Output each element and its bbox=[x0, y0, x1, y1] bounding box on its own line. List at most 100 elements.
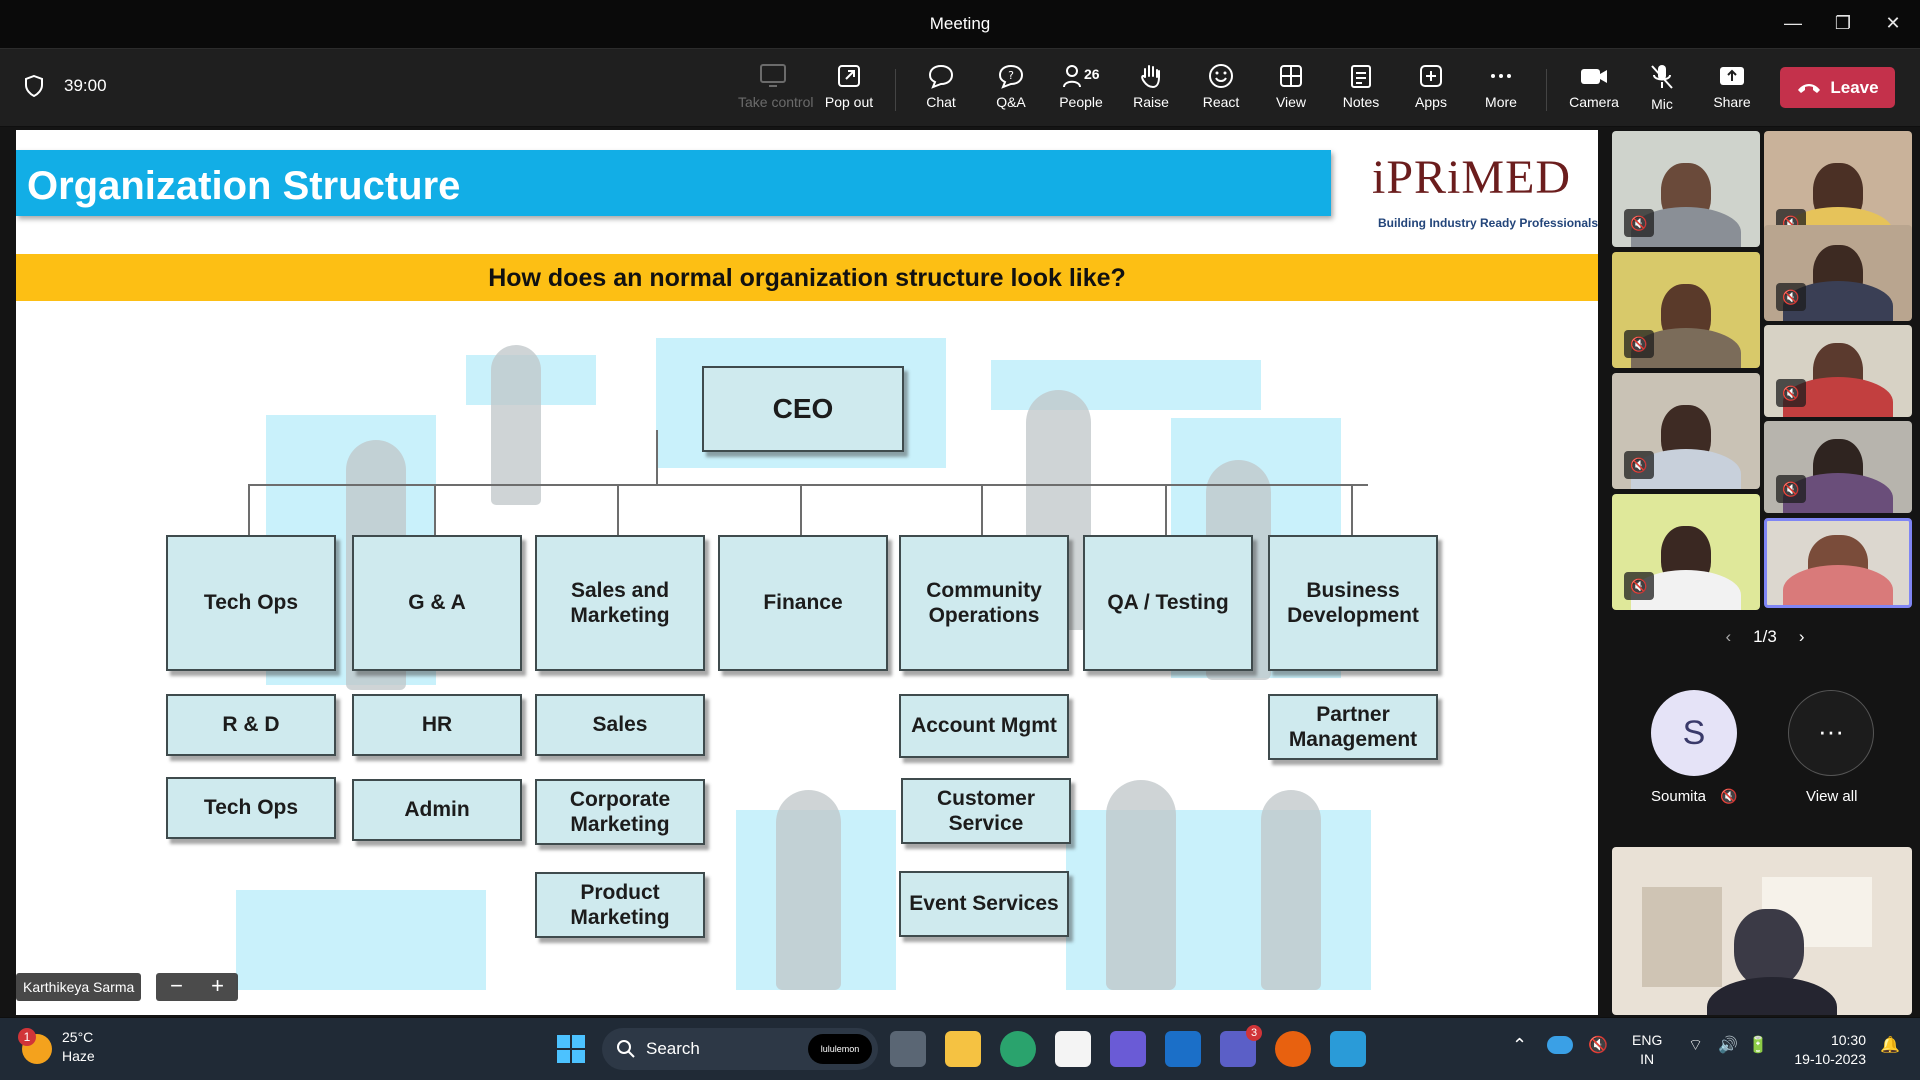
participant-tile[interactable]: 🔇 bbox=[1612, 131, 1760, 247]
avatar[interactable]: S bbox=[1651, 690, 1737, 776]
pop-out-button[interactable]: Pop out bbox=[816, 57, 882, 121]
view-all-button[interactable]: ··· bbox=[1788, 690, 1874, 776]
close-button[interactable]: ✕ bbox=[1885, 13, 1901, 33]
search-label: Search bbox=[646, 1039, 700, 1058]
participant-tile[interactable]: 🔇 bbox=[1612, 373, 1760, 489]
presentation-slide: Organization Structure iPRiMED Building … bbox=[16, 130, 1598, 1015]
mic-muted-icon: 🔇 bbox=[1776, 475, 1806, 503]
windows-start-icon[interactable] bbox=[553, 1031, 589, 1067]
raise-hand-icon bbox=[1141, 65, 1160, 89]
window-title-bar: Meeting — ❐ ✕ bbox=[0, 0, 1920, 48]
participant-tile[interactable]: 🔇 bbox=[1764, 421, 1912, 513]
more-button[interactable]: More bbox=[1468, 57, 1534, 121]
notes-icon bbox=[1351, 65, 1371, 88]
org-box-sales: Sales bbox=[535, 694, 705, 756]
media-app-icon[interactable] bbox=[1110, 1031, 1146, 1067]
prev-page-button[interactable]: ‹ bbox=[1725, 627, 1732, 646]
iprimed-logo: iPRiMED Building Industry Ready Professi… bbox=[1358, 142, 1598, 232]
raise-label: Raise bbox=[1133, 94, 1169, 110]
task-view-icon[interactable] bbox=[890, 1031, 926, 1067]
people-count: 26 bbox=[1084, 66, 1100, 82]
weather-sun-icon: 1 bbox=[18, 1028, 52, 1064]
active-speaker-tile[interactable] bbox=[1764, 518, 1912, 608]
people-button[interactable]: 26 People bbox=[1048, 57, 1114, 121]
edge-browser-icon[interactable] bbox=[1000, 1031, 1036, 1067]
more-dots-icon bbox=[1491, 74, 1511, 78]
wifi-icon[interactable]: ⌔ bbox=[1688, 1037, 1704, 1054]
take-control-label: Take control bbox=[738, 94, 814, 110]
presenter-name-tag: Karthikeya Sarma bbox=[16, 973, 142, 1001]
org-box-product-marketing: Product Marketing bbox=[535, 872, 705, 938]
teams-icon[interactable]: 3 bbox=[1220, 1025, 1262, 1067]
next-page-button[interactable]: › bbox=[1798, 627, 1805, 646]
zoom-out-button[interactable]: − bbox=[170, 973, 183, 998]
onedrive-icon[interactable] bbox=[1547, 1036, 1573, 1054]
org-box-corporate-marketing: Corporate Marketing bbox=[535, 779, 705, 845]
org-box-ceo: CEO bbox=[702, 366, 904, 452]
taskbar-search[interactable]: Search lululemon bbox=[602, 1028, 878, 1070]
chat-icon bbox=[928, 64, 954, 89]
clock[interactable]: 10:30 19-10-2023 bbox=[1782, 1031, 1866, 1069]
view-label: View bbox=[1275, 94, 1307, 110]
participant-tile[interactable]: 🔇 bbox=[1764, 225, 1912, 321]
language-indicator[interactable]: ENG IN bbox=[1632, 1032, 1663, 1067]
participant-tile[interactable]: 🔇 bbox=[1612, 252, 1760, 368]
smiley-icon bbox=[1209, 64, 1233, 88]
windows-taskbar: 1 25°C Haze Search lululemon 3 ⌃ 🔇 bbox=[0, 1018, 1920, 1080]
mic-button[interactable]: Mic bbox=[1629, 57, 1695, 121]
apps-button[interactable]: Apps bbox=[1398, 57, 1464, 121]
qa-button[interactable]: ? Q&A bbox=[978, 57, 1044, 121]
restore-button[interactable]: ❐ bbox=[1834, 13, 1852, 33]
shield-icon bbox=[25, 75, 43, 97]
org-box-g-and-a: G & A bbox=[352, 535, 522, 671]
mic-muted-icon: 🔇 bbox=[1624, 451, 1654, 479]
mic-muted-icon[interactable]: 🔇 bbox=[1588, 1037, 1608, 1054]
outlook-icon[interactable] bbox=[1165, 1031, 1201, 1067]
file-explorer-icon[interactable] bbox=[945, 1031, 981, 1067]
view-button[interactable]: View bbox=[1258, 57, 1324, 121]
svg-text:?: ? bbox=[1008, 69, 1014, 82]
volume-icon[interactable]: 🔊 bbox=[1718, 1037, 1738, 1054]
weather-temp: 25°C bbox=[62, 1029, 94, 1045]
hang-up-icon bbox=[1798, 83, 1821, 93]
slide-title-bar: Organization Structure bbox=[16, 150, 1331, 216]
mic-muted-icon: 🔇 bbox=[1720, 788, 1738, 804]
window-title: Meeting bbox=[929, 14, 991, 33]
notes-button[interactable]: Notes bbox=[1328, 57, 1394, 121]
info-app-icon[interactable] bbox=[1275, 1031, 1311, 1067]
org-box-tech-ops: Tech Ops bbox=[166, 535, 336, 671]
minimize-button[interactable]: — bbox=[1784, 13, 1802, 33]
weather-widget[interactable]: 1 25°C Haze bbox=[18, 1028, 95, 1066]
pop-out-icon bbox=[838, 65, 860, 87]
zoom-control: − + bbox=[156, 973, 238, 1001]
meeting-timer: 39:00 bbox=[24, 75, 107, 97]
page-indicator: 1/3 bbox=[1753, 627, 1777, 646]
participant-tile[interactable]: 🔇 bbox=[1612, 494, 1760, 610]
add-app-icon bbox=[1420, 65, 1442, 87]
take-control-button[interactable]: Take control bbox=[738, 57, 814, 121]
share-button[interactable]: Share bbox=[1699, 57, 1765, 121]
org-box-business-development: Business Development bbox=[1268, 535, 1438, 671]
org-box-admin: Admin bbox=[352, 779, 522, 841]
chevron-up-icon[interactable]: ⌃ bbox=[1512, 1035, 1528, 1055]
leave-button[interactable]: Leave bbox=[1780, 67, 1895, 108]
logo-tagline: Building Industry Ready Professionals bbox=[1378, 216, 1598, 230]
org-box-event-services: Event Services bbox=[899, 871, 1069, 937]
pop-out-label: Pop out bbox=[824, 94, 874, 110]
qa-label: Q&A bbox=[996, 94, 1026, 110]
microsoft-store-icon[interactable] bbox=[1055, 1031, 1091, 1067]
camera-icon bbox=[1581, 69, 1607, 84]
battery-icon[interactable]: 🔋 bbox=[1748, 1037, 1768, 1054]
notifications-icon[interactable]: 🔔 bbox=[1880, 1037, 1900, 1054]
chat-button[interactable]: Chat bbox=[908, 57, 974, 121]
camera-button[interactable]: Camera bbox=[1558, 57, 1630, 121]
participant-tile[interactable]: 🔇 bbox=[1764, 325, 1912, 417]
shared-content-stage: Organization Structure iPRiMED Building … bbox=[0, 127, 1612, 1017]
take-control-icon bbox=[760, 64, 786, 87]
raise-hand-button[interactable]: Raise bbox=[1118, 57, 1184, 121]
react-button[interactable]: React bbox=[1188, 57, 1254, 121]
zoom-in-button[interactable]: + bbox=[211, 973, 224, 998]
leave-label: Leave bbox=[1830, 77, 1879, 97]
org-box-sales-marketing: Sales and Marketing bbox=[535, 535, 705, 671]
notepad-icon[interactable] bbox=[1330, 1031, 1366, 1067]
